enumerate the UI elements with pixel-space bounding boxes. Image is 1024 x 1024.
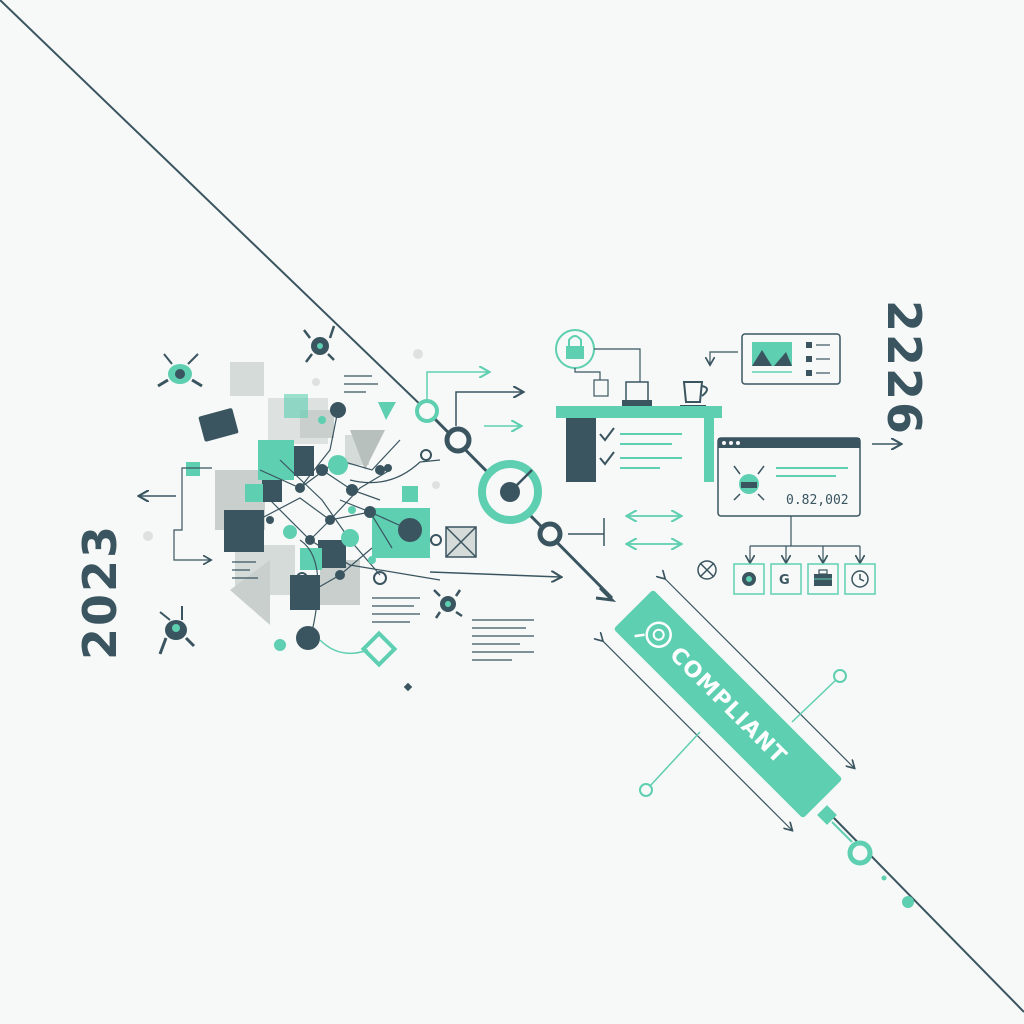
icon-tree: G bbox=[697, 516, 876, 595]
checklist bbox=[599, 427, 615, 466]
coffee-cup-icon bbox=[680, 381, 708, 407]
document-lines bbox=[232, 375, 534, 661]
timeline-nodes bbox=[415, 399, 914, 908]
desk-illustration bbox=[555, 329, 722, 482]
g-icon: G bbox=[770, 563, 802, 595]
bug-icon bbox=[433, 589, 463, 619]
image-icon bbox=[445, 526, 477, 558]
metric-readout: 0.82,002 bbox=[786, 493, 849, 508]
browser-window: 0.82,002 bbox=[717, 437, 861, 517]
time-icon bbox=[733, 563, 765, 595]
timeline-node bbox=[444, 426, 472, 454]
svg-text:G: G bbox=[779, 573, 790, 588]
diamond-icon bbox=[360, 630, 398, 668]
briefcase-icon bbox=[625, 381, 649, 403]
badge-pins bbox=[639, 669, 853, 843]
compass-icon bbox=[697, 560, 717, 580]
bug-icon bbox=[157, 353, 203, 388]
bug-icon bbox=[158, 606, 196, 655]
timeline-node bbox=[415, 399, 439, 423]
dashboard-card bbox=[710, 333, 841, 385]
start-year-label: 2023 bbox=[73, 524, 127, 660]
timeline-node bbox=[537, 521, 563, 547]
flow-arrows bbox=[426, 372, 900, 546]
folder-icon bbox=[198, 408, 239, 442]
robot-icon bbox=[733, 465, 765, 501]
briefcase-icon bbox=[807, 563, 839, 595]
clock-icon bbox=[844, 563, 876, 595]
chaos-cluster bbox=[140, 325, 560, 692]
bug-icon bbox=[303, 325, 336, 363]
end-year-label: 2226 bbox=[877, 300, 931, 436]
timeline-node bbox=[847, 840, 873, 866]
